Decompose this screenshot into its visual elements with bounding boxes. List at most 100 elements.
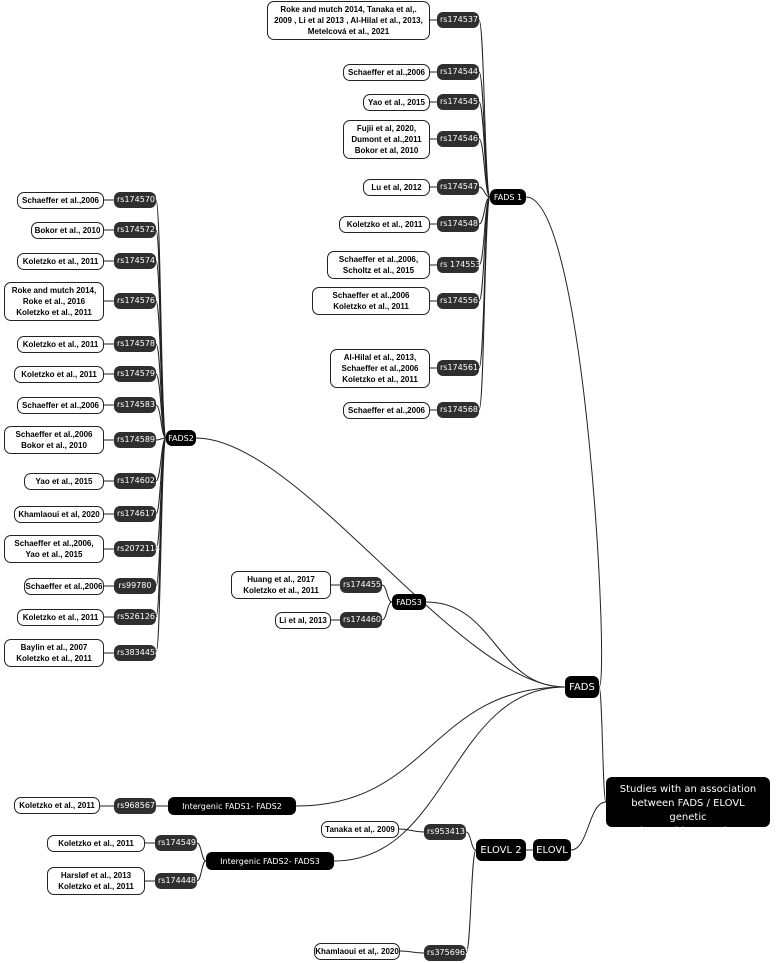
reference-line: Koletzko et al., 2011 bbox=[346, 219, 423, 229]
reference-box: Koletzko et al., 2011 bbox=[17, 335, 104, 353]
reference-text: Schaeffer et al.,2006 bbox=[22, 195, 99, 206]
reference-line: Koletzko et al., 2011 bbox=[22, 256, 99, 266]
reference-line: Baylin et al., 2007 bbox=[20, 643, 88, 652]
reference-text: Koletzko et al., 2011 bbox=[58, 838, 134, 849]
reference-box: Koletzko et al., 2011 bbox=[17, 608, 104, 626]
reference-box: Tanaka et al,. 2009 bbox=[321, 820, 399, 838]
reference-line: Schaeffer et al.,2006 bbox=[341, 363, 419, 373]
elovl-hub: ELOVL bbox=[533, 839, 571, 861]
snp-label: rs174570 bbox=[114, 192, 156, 208]
ref-to-snp-line bbox=[399, 950, 425, 954]
snp-to-elovl2-line bbox=[465, 831, 477, 851]
reference-line: Koletzko et al., 2011 bbox=[243, 586, 319, 595]
fads1-hub: FADS 1 bbox=[490, 189, 526, 205]
reference-box: Koletzko et al., 2011 bbox=[17, 252, 104, 270]
reference-box: Schaeffer et al.,2006,Scholtz et al., 20… bbox=[327, 251, 430, 279]
reference-line: Harsløf et al., 2013 bbox=[60, 871, 132, 880]
reference-line: Al-Hilal et al., 2013, bbox=[343, 352, 417, 362]
reference-line: Khamlaoui et al, 2020 bbox=[18, 509, 100, 519]
snp-label: rs174549 bbox=[155, 835, 197, 851]
reference-line: Koletzko et al., 2011 bbox=[16, 654, 92, 663]
root-title-line: between FADS / ELOVL genetic bbox=[631, 798, 745, 823]
reference-text: Lu et al, 2012 bbox=[371, 182, 421, 193]
snp-label: rs174583 bbox=[114, 397, 156, 413]
snp-label: rs3834458 bbox=[114, 645, 160, 661]
reference-box: Lu et al, 2012 bbox=[363, 178, 430, 196]
snp-label: rs953413 bbox=[424, 824, 466, 840]
reference-text: Tanaka et al,. 2009 bbox=[325, 824, 395, 835]
snp-label: rs174568 bbox=[437, 402, 479, 418]
reference-text: Khamlaoui et al,. 2020 bbox=[315, 946, 399, 957]
snp-label: rs174572 bbox=[114, 222, 156, 238]
reference-line: Yao et al., 2015 bbox=[368, 97, 425, 107]
snp-to-intergenic23-line bbox=[196, 860, 207, 882]
reference-line: Scholtz et al., 2015 bbox=[342, 266, 415, 275]
root-to-elovl bbox=[570, 801, 607, 851]
reference-text: Schaeffer et al.,2006 bbox=[348, 405, 425, 416]
reference-box: Koletzko et al., 2011 bbox=[339, 215, 430, 233]
reference-line: Yao et al., 2015 bbox=[25, 550, 83, 559]
reference-line: 2009 , Li et al 2013 , Al-Hilal et al., … bbox=[274, 15, 423, 25]
root-node: Studies with an association between FADS … bbox=[606, 777, 770, 851]
reference-box: Bokor et al., 2010 bbox=[31, 221, 104, 239]
reference-box: Al-Hilal et al., 2013,Schaeffer et al.,2… bbox=[330, 348, 430, 388]
snp-label: rs174579 bbox=[114, 366, 156, 382]
snp-label: rs174561 bbox=[437, 360, 479, 376]
reference-line: Koletzko et al., 2011 bbox=[58, 838, 134, 848]
reference-text: Schaeffer et al.,2006 bbox=[26, 581, 103, 592]
snp-label: rs174545 bbox=[437, 94, 479, 110]
fads-to-fads3 bbox=[425, 601, 566, 688]
snp-label: rs174576 bbox=[114, 293, 156, 309]
snp-label: rs174448 bbox=[155, 873, 197, 889]
reference-box: Schaeffer et al.,2006 bbox=[343, 63, 430, 81]
fads3-hub: FADS3 bbox=[392, 594, 426, 610]
reference-box: Koletzko et al., 2011 bbox=[14, 797, 100, 814]
reference-line: Bokor et al., 2010 bbox=[34, 225, 101, 235]
reference-line: Schaeffer et al.,2006 bbox=[15, 430, 93, 439]
reference-box: Koletzko et al., 2011 bbox=[47, 834, 145, 852]
snp-to-elovl2-line bbox=[465, 849, 477, 954]
reference-line: Li et al, 2013 bbox=[279, 615, 327, 625]
snp-to-fads1-line bbox=[478, 186, 491, 198]
reference-line: Roke et al., 2016 bbox=[22, 296, 86, 306]
snp-to-fads2-line bbox=[155, 437, 167, 654]
reference-line: Koletzko et al., 2011 bbox=[16, 307, 92, 317]
snp-label: rs526126 bbox=[114, 609, 156, 625]
snp-label: rs174548 bbox=[437, 216, 479, 232]
reference-text: Yao et al., 2015 bbox=[368, 97, 425, 108]
snp-label: rs174546 bbox=[437, 131, 479, 147]
snp-label: rs174455 bbox=[340, 577, 382, 593]
snp-label: rs174556 bbox=[437, 293, 479, 309]
root-title-line: Studies with an association bbox=[619, 784, 757, 795]
reference-text: Li et al, 2013 bbox=[279, 615, 327, 626]
reference-text: Roke and mutch 2014, Tanaka et al,.2009 … bbox=[274, 4, 423, 37]
reference-line: Huang et al., 2017 bbox=[247, 575, 315, 584]
reference-text: Al-Hilal et al., 2013,Schaeffer et al.,2… bbox=[342, 352, 419, 385]
reference-line: Koletzko et al., 2011 bbox=[333, 302, 409, 311]
snp-label: rs174589 bbox=[114, 432, 156, 448]
reference-line: Bokor et al, 2010 bbox=[354, 145, 419, 155]
reference-line: Yao et al., 2015 bbox=[35, 476, 93, 486]
snp-to-fads1-line bbox=[478, 71, 491, 198]
reference-text: Schaeffer et al.,2006 bbox=[348, 67, 425, 78]
snp-label: rs968567 bbox=[114, 798, 156, 814]
reference-line: Koletzko et al., 2011 bbox=[22, 612, 99, 622]
snp-to-fads3-line bbox=[381, 601, 393, 621]
reference-text: Koletzko et al., 2011 bbox=[21, 369, 97, 380]
snp-label: rs174537 bbox=[437, 12, 479, 28]
fads-hub: FADS bbox=[565, 676, 599, 698]
reference-line: Lu et al, 2012 bbox=[371, 182, 422, 192]
reference-line: Schaeffer et al.,2006, bbox=[14, 539, 94, 548]
reference-line: Roke and mutch 2014, bbox=[11, 285, 97, 295]
snp-to-fads1-line bbox=[478, 196, 491, 411]
root-to-fads bbox=[598, 686, 607, 803]
